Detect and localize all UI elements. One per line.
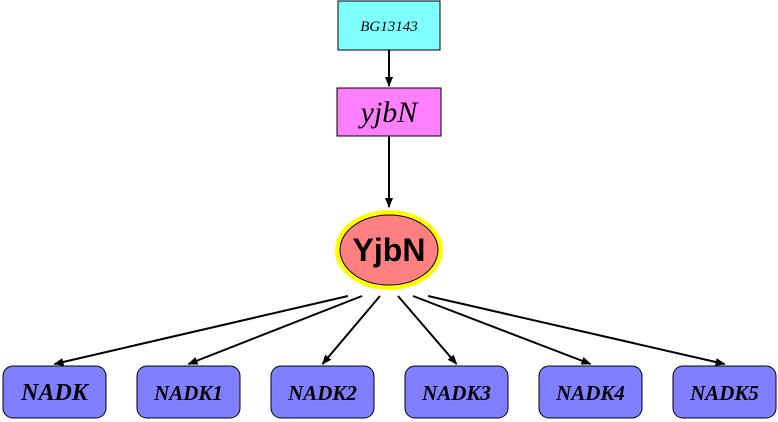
gene-id-box	[337, 0, 441, 51]
target-node-nadk5[interactable]: NADK5	[672, 365, 777, 419]
protein-node[interactable]: YjbN	[335, 210, 443, 290]
gene-node[interactable]: yjbN	[336, 87, 442, 137]
gene-id-label: BG13143	[360, 19, 418, 35]
target-label: NADK1	[153, 381, 223, 405]
gene-label: yjbN	[358, 96, 420, 129]
target-label: NADK3	[421, 381, 491, 405]
gene-id-node[interactable]: BG13143	[337, 0, 441, 51]
edge-protein-to-nadk5	[427, 295, 726, 366]
target-node-nadk2[interactable]: NADK2	[270, 365, 375, 419]
target-label: NADK4	[555, 381, 625, 405]
target-label: NADK5	[689, 381, 759, 405]
target-node-nadk3[interactable]: NADK3	[404, 365, 509, 419]
target-box	[404, 365, 509, 419]
target-node-nadk4[interactable]: NADK4	[538, 365, 643, 419]
target-node-nadk[interactable]: NADK	[2, 365, 107, 419]
target-box	[136, 365, 241, 419]
protein-ellipse	[339, 214, 439, 286]
edges	[53, 50, 726, 366]
target-box	[538, 365, 643, 419]
edge-protein-to-nadk3	[397, 295, 458, 365]
edge-protein-to-nadk	[53, 295, 349, 366]
target-box	[270, 365, 375, 419]
target-label: NADK	[20, 380, 90, 406]
target-nodes: NADK NADK1 NADK2 NADK3 NADK4 NADK5	[2, 365, 777, 419]
target-box	[2, 365, 107, 419]
gene-box	[336, 87, 442, 137]
edges-protein-to-targets	[53, 295, 726, 366]
target-node-nadk1[interactable]: NADK1	[136, 365, 241, 419]
target-label: NADK2	[287, 381, 357, 405]
edge-protein-to-nadk4	[412, 295, 592, 365]
protein-label: YjbN	[353, 232, 426, 268]
edge-protein-to-nadk1	[187, 295, 363, 365]
edge-protein-to-nadk2	[321, 295, 381, 365]
target-box	[672, 365, 777, 419]
